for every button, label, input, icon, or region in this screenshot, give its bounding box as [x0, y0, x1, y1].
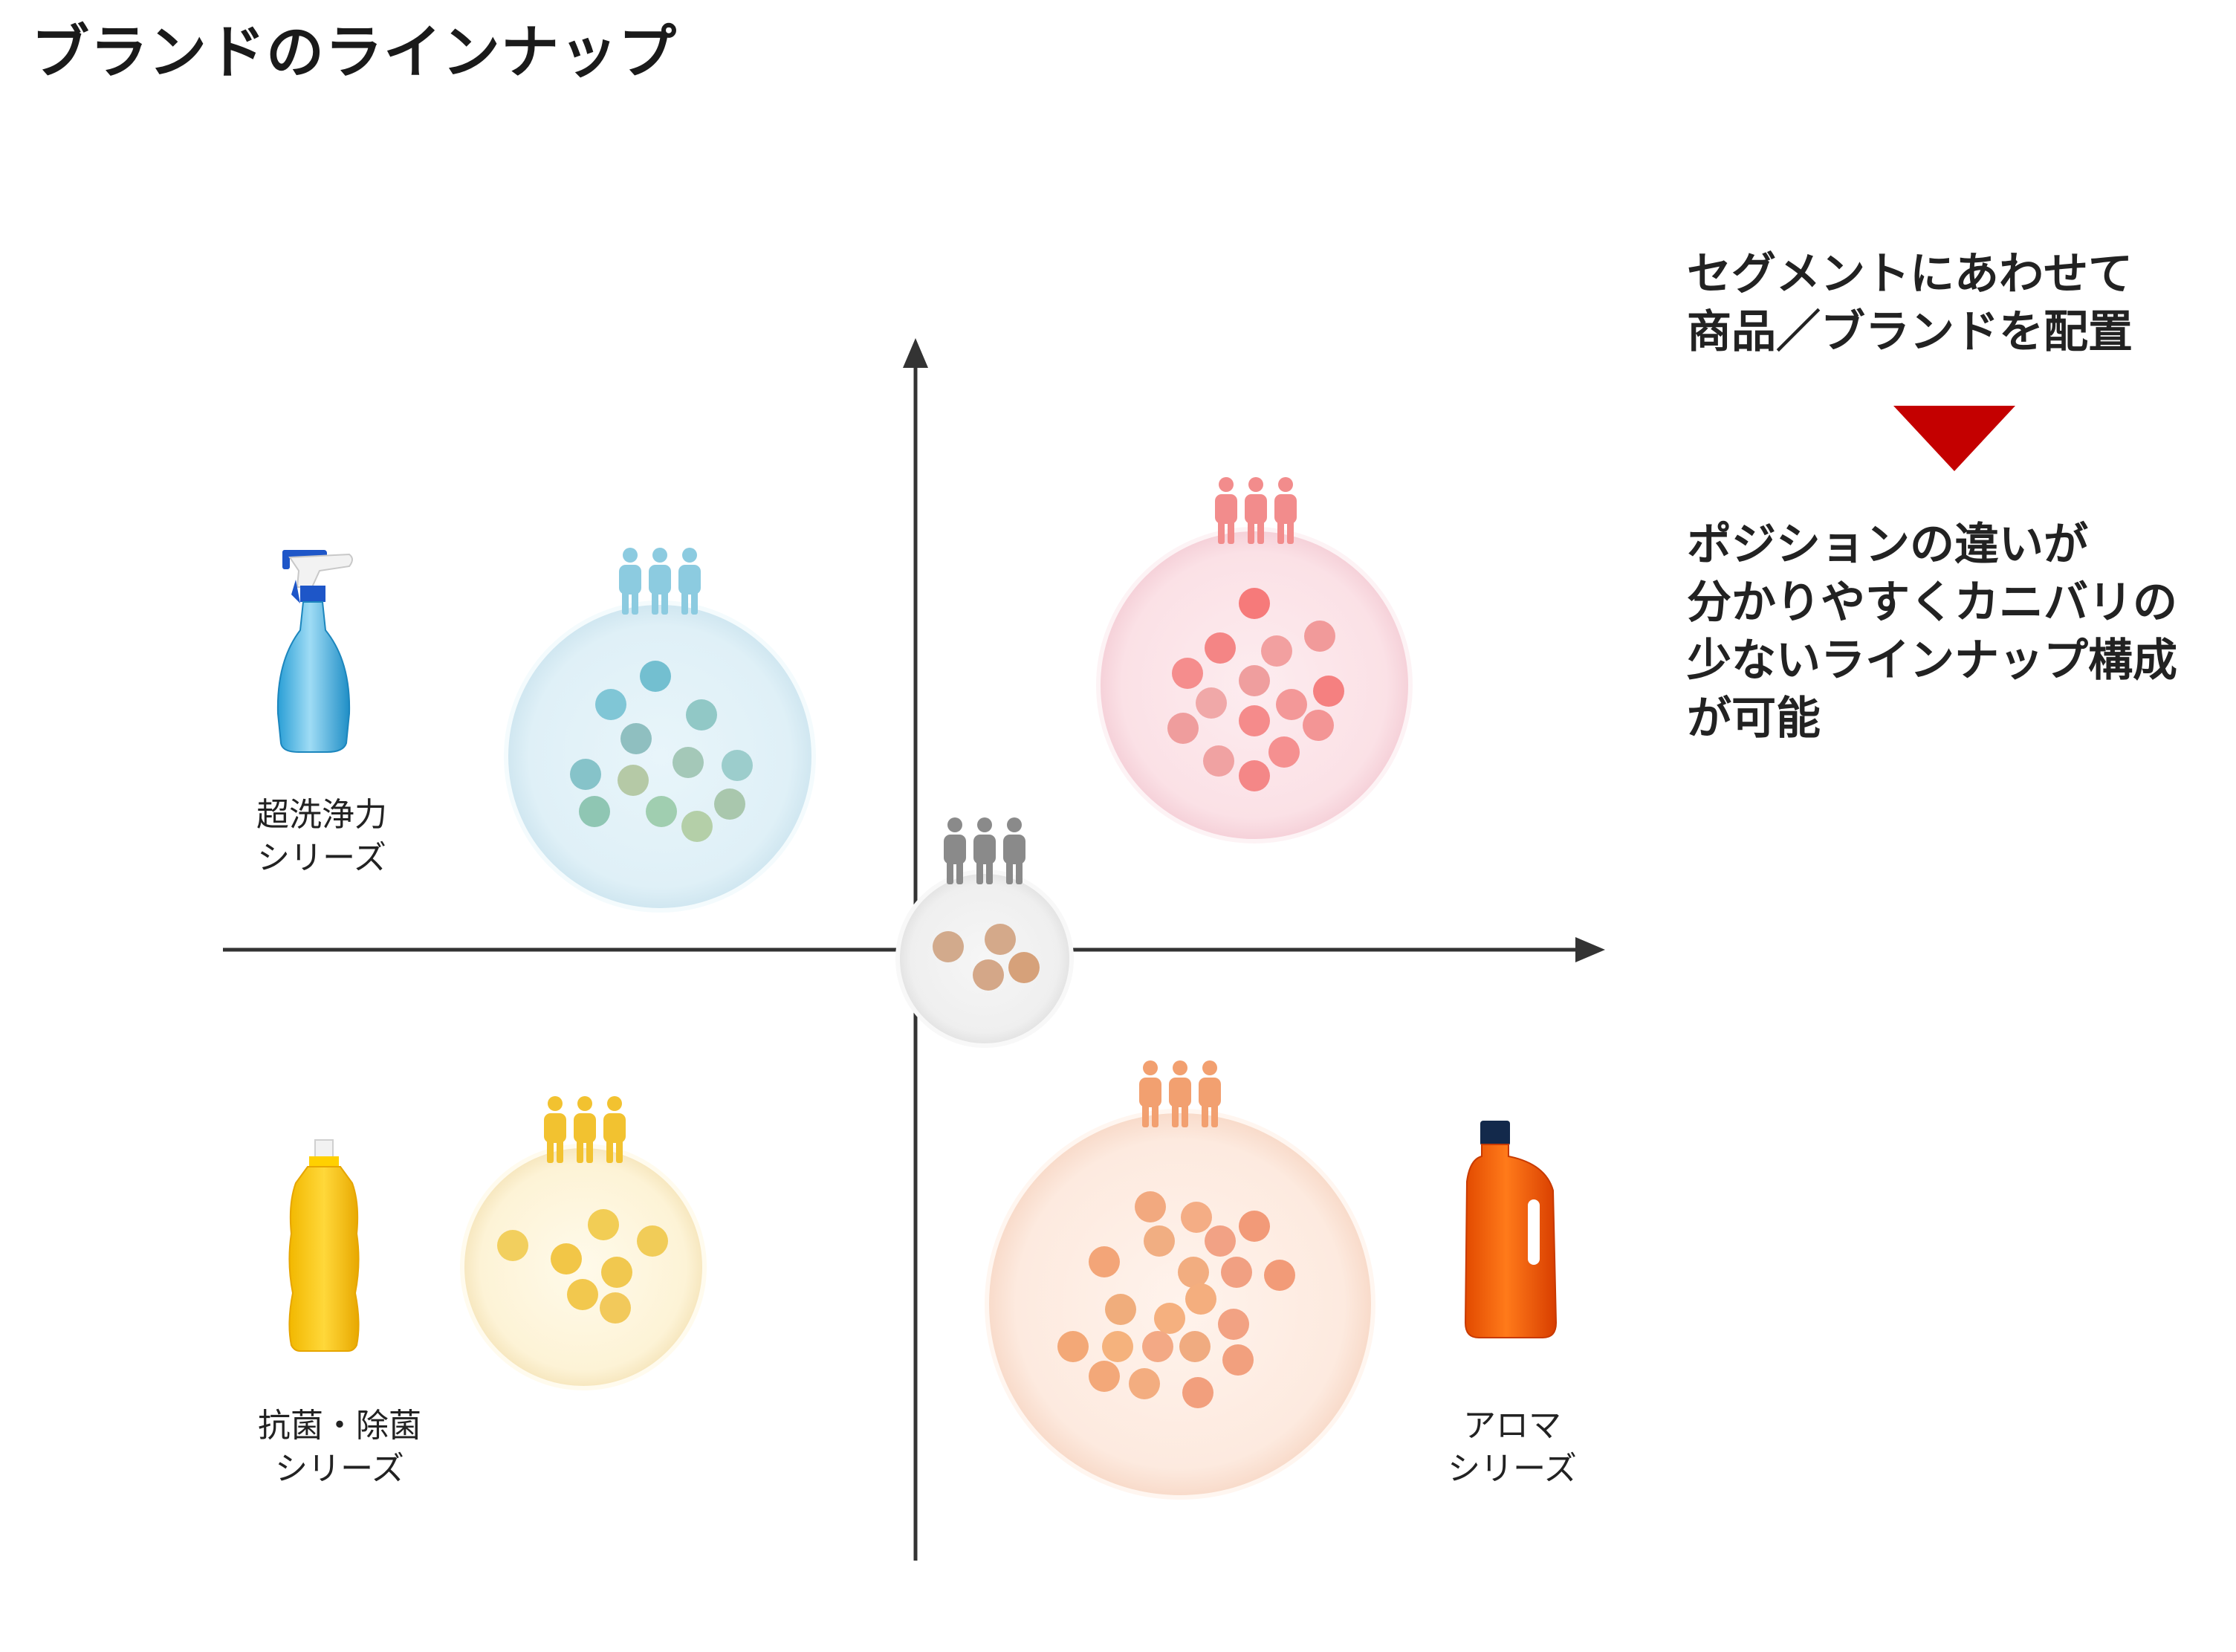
product-label-glass-cleaner: 超洗浄力 シリーズ	[203, 794, 441, 880]
segment-dots	[933, 924, 1040, 991]
product-label-line: シリーズ	[275, 1450, 404, 1488]
yellow-bottle-icon	[288, 1139, 360, 1352]
segment-gray	[895, 817, 1074, 1048]
panel-heading-line: セグメントにあわせて	[1687, 248, 2133, 300]
segment-dots	[497, 1209, 668, 1324]
segment-dots	[570, 661, 753, 842]
spray-bottle-icon	[276, 550, 353, 753]
segment-dots	[1057, 1191, 1295, 1408]
panel-body-line: 少ないラインナップ構成	[1687, 635, 2177, 687]
segment-orange	[985, 1060, 1375, 1500]
segment-red	[1096, 477, 1413, 843]
product-label-line: 抗菌・除菌	[258, 1407, 421, 1445]
down-arrow-icon	[1893, 406, 2015, 471]
orange-bottle-icon	[1464, 1121, 1558, 1338]
segment-dots	[1167, 588, 1344, 791]
product-label-line: シリーズ	[257, 839, 386, 877]
segment-yellow	[460, 1096, 707, 1390]
product-label-line: アロマ	[1463, 1407, 1561, 1445]
product-label-aroma: アロマ シリーズ	[1393, 1405, 1631, 1491]
panel-body-line: ポジションの違いが	[1687, 519, 2088, 571]
product-label-line: 超洗浄力	[256, 796, 387, 834]
summary-panel: セグメントにあわせて 商品／ブランドを配置 ポジションの違いが 分かりやすくカニ…	[1687, 245, 2222, 748]
product-label-line: シリーズ	[1448, 1450, 1577, 1488]
panel-body-line: が可能	[1687, 693, 1821, 745]
panel-heading-line: 商品／ブランドを配置	[1687, 306, 2133, 358]
panel-body-line: 分かりやすくカニバリの	[1687, 577, 2177, 629]
segment-blue	[504, 548, 816, 913]
page-title: ブランドのラインナップ	[31, 19, 678, 86]
product-label-antibacterial: 抗菌・除菌 シリーズ	[221, 1405, 458, 1491]
